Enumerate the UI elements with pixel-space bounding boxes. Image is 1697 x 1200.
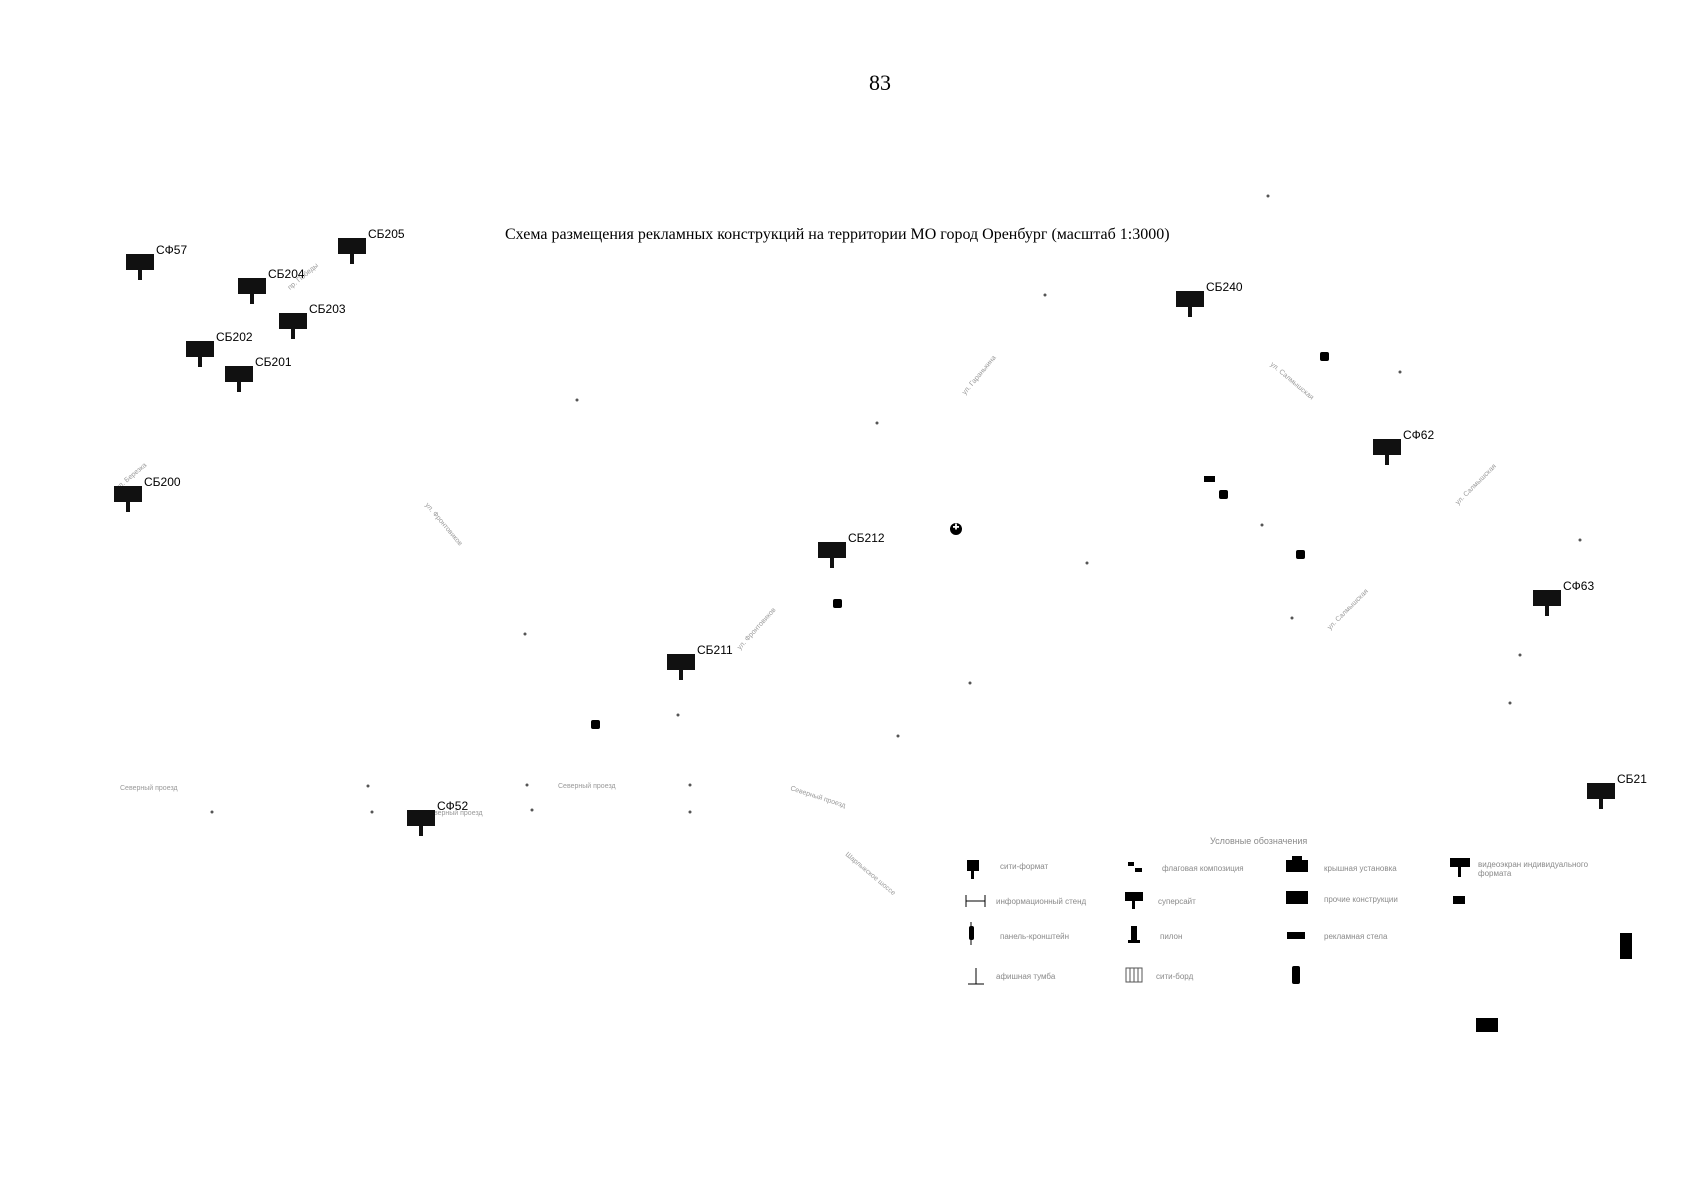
led-screen-icon bbox=[1292, 966, 1300, 984]
map-marker-СБ21[interactable]: СБ21 bbox=[1587, 772, 1647, 809]
legend-item-6: панель-кронштейн bbox=[1000, 932, 1070, 941]
map-marker-СБ240[interactable]: СБ240 bbox=[1176, 280, 1243, 317]
map-marker-СБ205[interactable]: СБ205 bbox=[338, 227, 405, 264]
map-marker-СБ202[interactable]: СБ202 bbox=[186, 330, 253, 367]
map-marker-СФ63[interactable]: СФ63 bbox=[1533, 579, 1594, 616]
map-decor-layer bbox=[210, 194, 1582, 814]
city-format-icon bbox=[1125, 967, 1143, 983]
marker-label: СБ200 bbox=[144, 475, 181, 489]
marker-label: СБ211 bbox=[697, 643, 733, 657]
pylon-icon bbox=[1128, 926, 1140, 943]
billboard-icon bbox=[338, 238, 366, 254]
billboard-icon bbox=[114, 486, 142, 502]
legend-item-5: суперсайт bbox=[1158, 897, 1196, 906]
street-label: Северный проезд bbox=[425, 809, 483, 817]
billboard-icon bbox=[225, 366, 253, 382]
legend-item-4: информационный стенд bbox=[996, 897, 1087, 906]
map-marker-СФ62[interactable]: СФ62 bbox=[1373, 428, 1434, 465]
legend-item-9: афишная тумба bbox=[996, 972, 1056, 981]
info-stand-icon bbox=[965, 895, 986, 907]
legend-title: Условные обозначения bbox=[1210, 836, 1308, 846]
city-board-icon bbox=[1286, 891, 1308, 904]
map-marker-СБ201[interactable]: СБ201 bbox=[225, 355, 292, 392]
billboard-icon bbox=[407, 810, 435, 826]
street-label: Северный проезд bbox=[558, 782, 616, 790]
billboard-icon bbox=[1533, 590, 1561, 606]
legend-item-3: видеоэкран индивидуального формата bbox=[1478, 860, 1589, 878]
marker-label: СФ62 bbox=[1403, 428, 1434, 442]
billboard-icon bbox=[126, 254, 154, 270]
hospital-icon bbox=[950, 523, 962, 535]
marker-label: СБ240 bbox=[1206, 280, 1243, 294]
flag-icon bbox=[1128, 862, 1142, 872]
bank-icon bbox=[591, 352, 1329, 729]
bracket-panel-icon bbox=[969, 922, 974, 945]
sample-marker-icon bbox=[1476, 1018, 1498, 1032]
marker-label: СБ204 bbox=[268, 267, 305, 281]
map-marker-СБ200[interactable]: СБ200 bbox=[114, 475, 181, 512]
supersite-icon bbox=[1125, 892, 1143, 909]
mail-icon bbox=[1204, 476, 1215, 482]
billboard-icon bbox=[967, 860, 979, 879]
page-number: 83 bbox=[869, 70, 891, 95]
poster-column-icon bbox=[968, 968, 984, 985]
map-marker-СБ204[interactable]: СБ204 bbox=[238, 267, 305, 304]
map-marker-СФ57[interactable]: СФ57 bbox=[126, 243, 187, 280]
edge-marker-icon bbox=[1620, 933, 1632, 959]
legend-item-1: флаговая композиция bbox=[1162, 864, 1244, 873]
map-marker-СБ211[interactable]: СБ211 bbox=[667, 643, 733, 680]
legend-item-2: крышная установка bbox=[1324, 864, 1397, 873]
map-title: Схема размещения рекламных конструкций н… bbox=[505, 226, 1170, 243]
legend-item-0: сити-формат bbox=[1000, 862, 1049, 871]
street-label: Северный проезд bbox=[120, 784, 178, 792]
marker-label: СФ57 bbox=[156, 243, 187, 257]
billboard-icon bbox=[1373, 439, 1401, 455]
marker-label: СФ52 bbox=[437, 799, 468, 813]
map-marker-СБ203[interactable]: СБ203 bbox=[279, 302, 346, 339]
other-icon bbox=[1453, 896, 1465, 904]
legend-item-7: пилон bbox=[1160, 932, 1183, 941]
billboard-icon bbox=[1176, 291, 1204, 307]
marker-label: СБ212 bbox=[848, 531, 885, 545]
stela-icon bbox=[1287, 932, 1305, 939]
billboard-icon bbox=[1587, 783, 1615, 799]
markers-layer: СФ57СБ205СБ204СБ203СБ202СБ201СБ200СБ240С… bbox=[114, 227, 1647, 836]
billboard-icon bbox=[667, 654, 695, 670]
marker-label: СБ201 bbox=[255, 355, 292, 369]
map-marker-СФ52[interactable]: СФ52 bbox=[407, 799, 468, 836]
billboard-icon bbox=[238, 278, 266, 294]
billboard-icon bbox=[186, 341, 214, 357]
marker-label: СБ205 bbox=[368, 227, 405, 241]
roof-installation-icon bbox=[1286, 856, 1308, 872]
marker-label: СБ203 bbox=[309, 302, 346, 316]
marker-label: СФ63 bbox=[1563, 579, 1594, 593]
legend-item-8: рекламная стела bbox=[1324, 932, 1388, 941]
billboard-icon bbox=[279, 313, 307, 329]
marker-label: СБ21 bbox=[1617, 772, 1647, 786]
marker-label: СБ202 bbox=[216, 330, 253, 344]
billboard-icon bbox=[818, 542, 846, 558]
legend-item-10: сити-борд bbox=[1156, 972, 1194, 981]
legend-item-11: прочие конструкции bbox=[1324, 895, 1398, 904]
video-screen-icon bbox=[1450, 858, 1470, 877]
map-marker-СБ212[interactable]: СБ212 bbox=[818, 531, 885, 568]
